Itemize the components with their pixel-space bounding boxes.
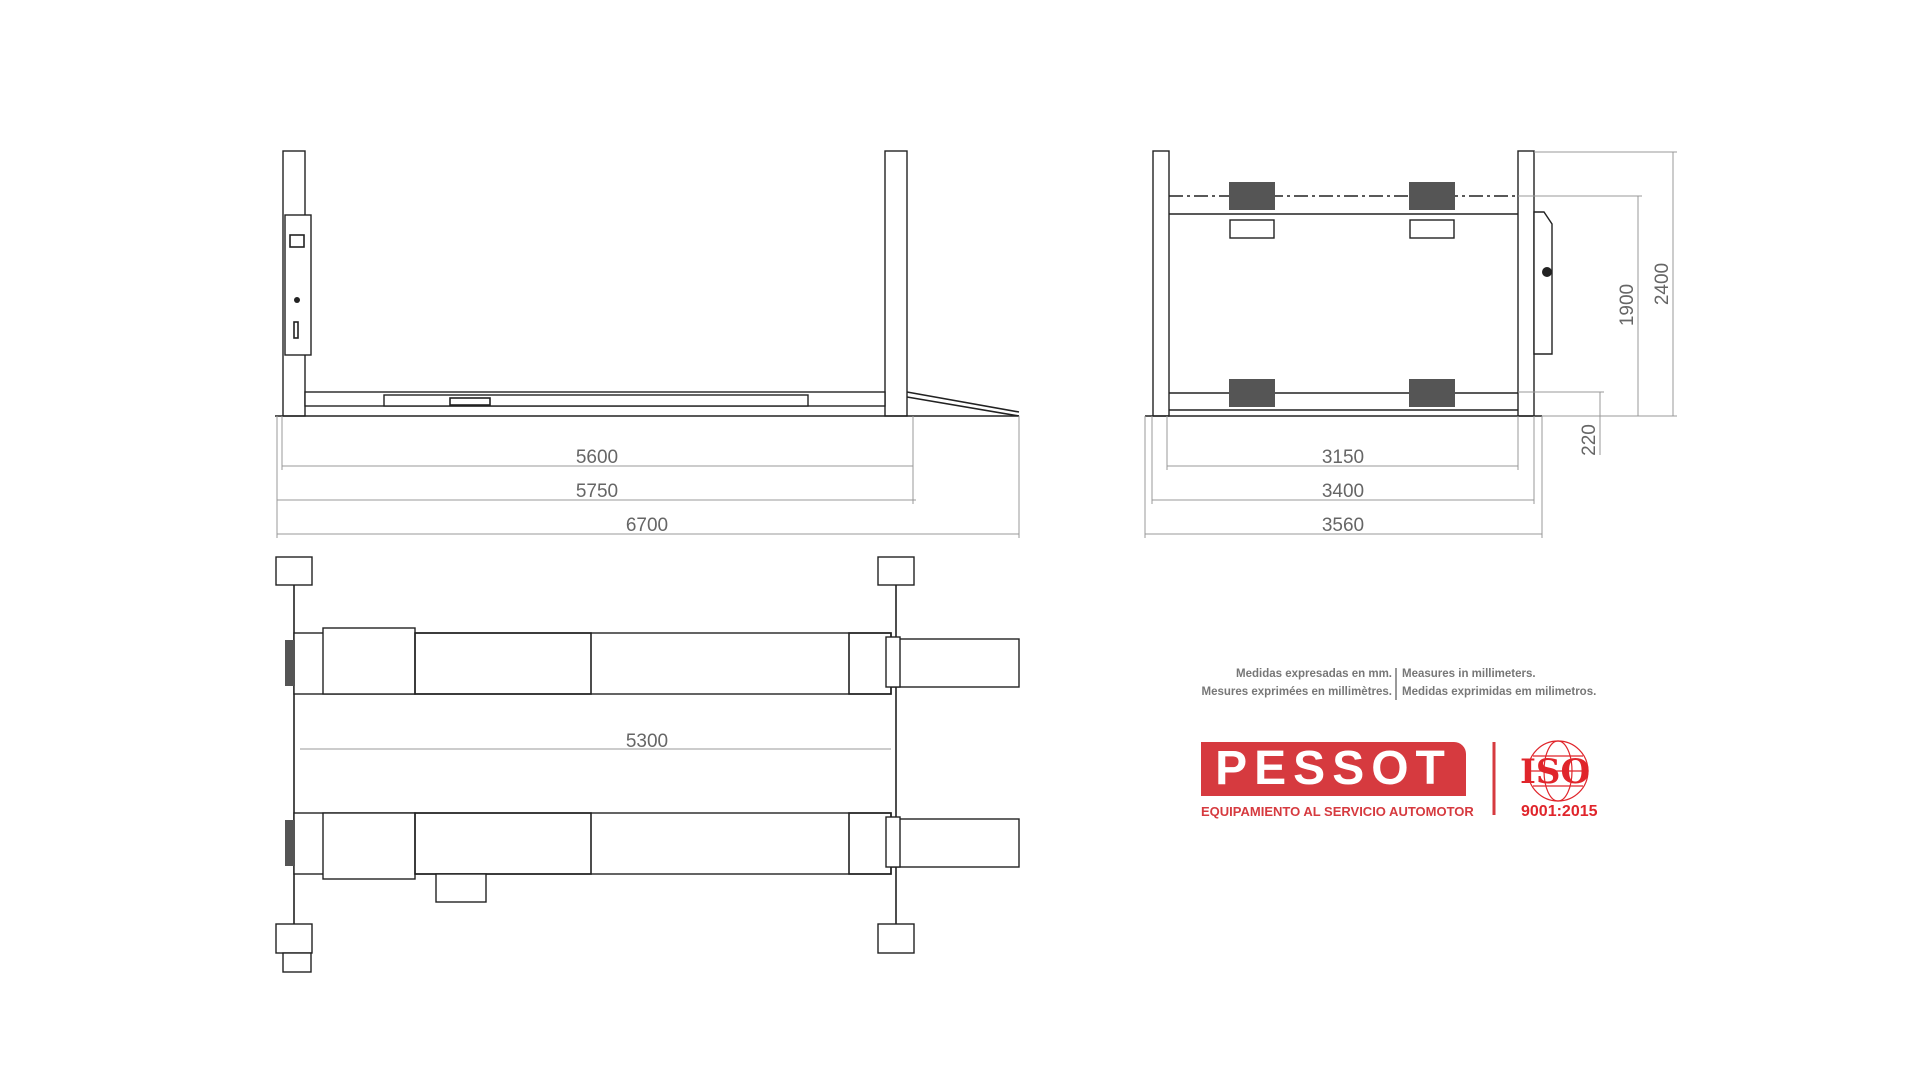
- dim-2400: 2400: [1652, 263, 1673, 305]
- note-en: Measures in millimeters.: [1402, 668, 1536, 680]
- side-view: [275, 150, 1020, 417]
- dim-6700: 6700: [626, 515, 668, 536]
- pessot-logo: PESSOT: [1201, 742, 1466, 796]
- dim-1900: 1900: [1617, 284, 1638, 326]
- globe-icon: [1527, 740, 1589, 802]
- right-post: [1517, 150, 1535, 417]
- dim-5300: 5300: [626, 731, 668, 752]
- brand-tagline: EQUIPAMIENTO AL SERVICIO AUTOMOTOR: [1201, 804, 1474, 819]
- post-base: [275, 923, 313, 954]
- top-view-dimensions: 5300: [300, 731, 891, 752]
- dim-5600: 5600: [576, 447, 618, 468]
- post-base: [275, 556, 313, 586]
- left-post: [1152, 150, 1170, 417]
- front-view: [1145, 150, 1553, 417]
- iso-logo: ISO: [1520, 752, 1591, 792]
- post-base: [877, 556, 915, 586]
- note-pt: Medidas exprimidas em milimetros.: [1402, 686, 1597, 698]
- dim-5750: 5750: [576, 481, 618, 502]
- front-view-dimensions: 3150 3400 3560 2400 1900 220: [1144, 151, 1677, 538]
- dim-3400: 3400: [1322, 481, 1364, 502]
- post-base: [877, 923, 915, 954]
- dim-3560: 3560: [1322, 515, 1364, 536]
- top-view: [275, 556, 1020, 973]
- dim-220: 220: [1579, 424, 1600, 456]
- note-fr: Mesures exprimées en millimètres.: [1201, 686, 1393, 698]
- iso-number: 9001:2015: [1521, 803, 1598, 820]
- dim-3150: 3150: [1322, 447, 1364, 468]
- note-es: Medidas expresadas en mm.: [1236, 668, 1392, 680]
- side-view-dimensions: 5600 5750 6700: [276, 416, 1020, 538]
- right-post: [884, 150, 908, 417]
